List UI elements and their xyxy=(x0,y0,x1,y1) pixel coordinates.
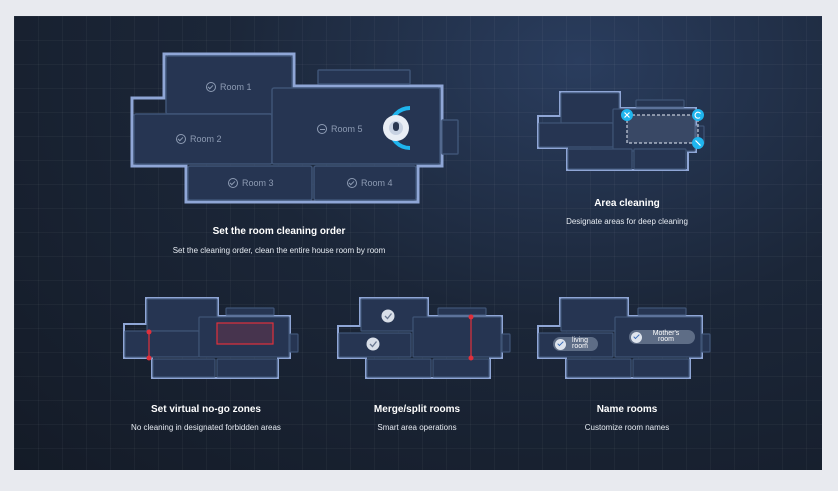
feature-description: No cleaning in designated forbidden area… xyxy=(131,423,281,432)
feature-description: Designate areas for deep cleaning xyxy=(566,217,688,226)
room-name-text: Mother's room xyxy=(652,330,680,343)
check-icon xyxy=(228,178,238,188)
virtual-wall xyxy=(146,329,152,361)
room-name-text: living room xyxy=(572,337,588,350)
check-icon xyxy=(381,309,395,323)
pending-icon xyxy=(317,124,327,134)
feature-description: Set the cleaning order, clean the entire… xyxy=(172,246,386,255)
feature-description: Customize room names xyxy=(584,423,670,432)
check-icon xyxy=(555,338,566,350)
map-outline xyxy=(130,52,444,204)
check-icon xyxy=(206,82,216,92)
features-panel: Room 1 Room 2 Room 5 Room 3 Room 4 Set t… xyxy=(14,16,822,470)
room-label-2: Room 2 xyxy=(176,134,222,144)
robot-icon xyxy=(383,106,411,150)
check-icon xyxy=(176,134,186,144)
name-rooms-map xyxy=(537,297,711,379)
close-icon[interactable] xyxy=(621,109,633,121)
check-icon xyxy=(366,337,380,351)
merge-split-map xyxy=(337,297,511,379)
room-order-map xyxy=(130,52,459,204)
no-go-map xyxy=(123,297,299,379)
feature-description: Smart area operations xyxy=(377,423,457,432)
feature-title: Merge/split rooms xyxy=(373,404,461,415)
balcony-shape xyxy=(317,69,411,85)
area-cleaning-map xyxy=(537,91,705,171)
check-icon xyxy=(347,178,357,188)
check-icon xyxy=(631,331,642,343)
room-label-4: Room 4 xyxy=(347,178,393,188)
room-name-tag[interactable]: living room xyxy=(553,337,598,351)
feature-title: Set virtual no-go zones xyxy=(150,404,261,415)
door-shape xyxy=(441,119,459,155)
room-label-3: Room 3 xyxy=(228,178,274,188)
room-3-shape xyxy=(187,165,313,201)
selected-area xyxy=(626,114,699,144)
resize-icon[interactable] xyxy=(692,137,704,149)
room-4-shape xyxy=(313,165,417,201)
feature-title: Set the room cleaning order xyxy=(212,226,346,237)
room-label-5: Room 5 xyxy=(317,124,363,134)
feature-title: Name rooms xyxy=(596,404,658,415)
room-name-tag[interactable]: Mother's room xyxy=(629,330,695,344)
rotate-icon[interactable] xyxy=(692,109,704,121)
no-go-zone xyxy=(216,322,274,345)
split-line xyxy=(468,314,474,361)
feature-title: Area cleaning xyxy=(594,198,660,209)
room-label-1: Room 1 xyxy=(206,82,252,92)
